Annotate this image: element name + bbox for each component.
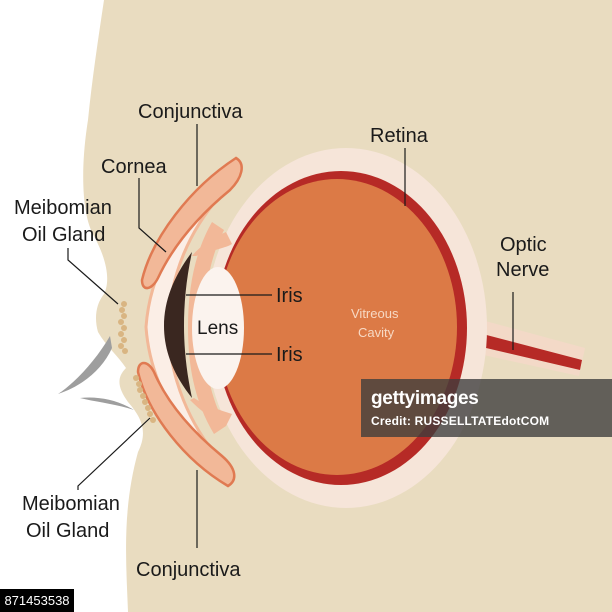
ciliary-body	[188, 222, 226, 434]
label-conjunctiva-top: Conjunctiva	[138, 101, 243, 123]
pupil	[164, 252, 192, 398]
label-iris-top: Iris	[276, 285, 303, 307]
label-meibomian-top-line1: Meibomian	[14, 197, 112, 219]
label-meibomian-bottom-line2: Oil Gland	[26, 520, 109, 542]
label-retina: Retina	[370, 125, 429, 147]
iris-bottom-tissue	[190, 398, 232, 426]
label-lens: Lens	[197, 318, 238, 339]
leader-meibomian-bottom	[77, 417, 151, 490]
lens	[192, 267, 244, 389]
getty-watermark: gettyimages Credit: RUSSELLTATEdotCOM	[361, 379, 612, 437]
label-vitreous-line2: Cavity	[358, 325, 395, 340]
label-meibomian-bottom-line1: Meibomian	[22, 493, 120, 515]
leader-cornea	[138, 178, 167, 253]
iris-top-tissue	[192, 232, 232, 256]
label-conjunctiva-bottom: Conjunctiva	[136, 559, 241, 581]
label-cornea: Cornea	[101, 156, 167, 178]
conjunctiva-top-shape	[140, 156, 243, 290]
watermark-brand: gettyimages	[371, 388, 479, 409]
label-vitreous-line1: Vitreous	[351, 306, 399, 321]
meibomian-gland-top	[118, 301, 128, 354]
label-iris-bottom: Iris	[276, 344, 303, 366]
meibomian-gland-bottom	[133, 375, 156, 423]
label-optic-line1: Optic	[500, 234, 547, 256]
stock-image-id: 871453538	[0, 589, 74, 612]
label-meibomian-top-line2: Oil Gland	[22, 224, 105, 246]
upper-eyelash	[58, 336, 112, 394]
label-optic-line2: Nerve	[496, 259, 549, 281]
lower-eyelash	[80, 397, 134, 410]
watermark-credit: Credit: RUSSELLTATEdotCOM	[371, 414, 550, 428]
leader-meibomian-top	[67, 248, 119, 305]
conjunctiva-bottom-shape	[136, 361, 236, 488]
